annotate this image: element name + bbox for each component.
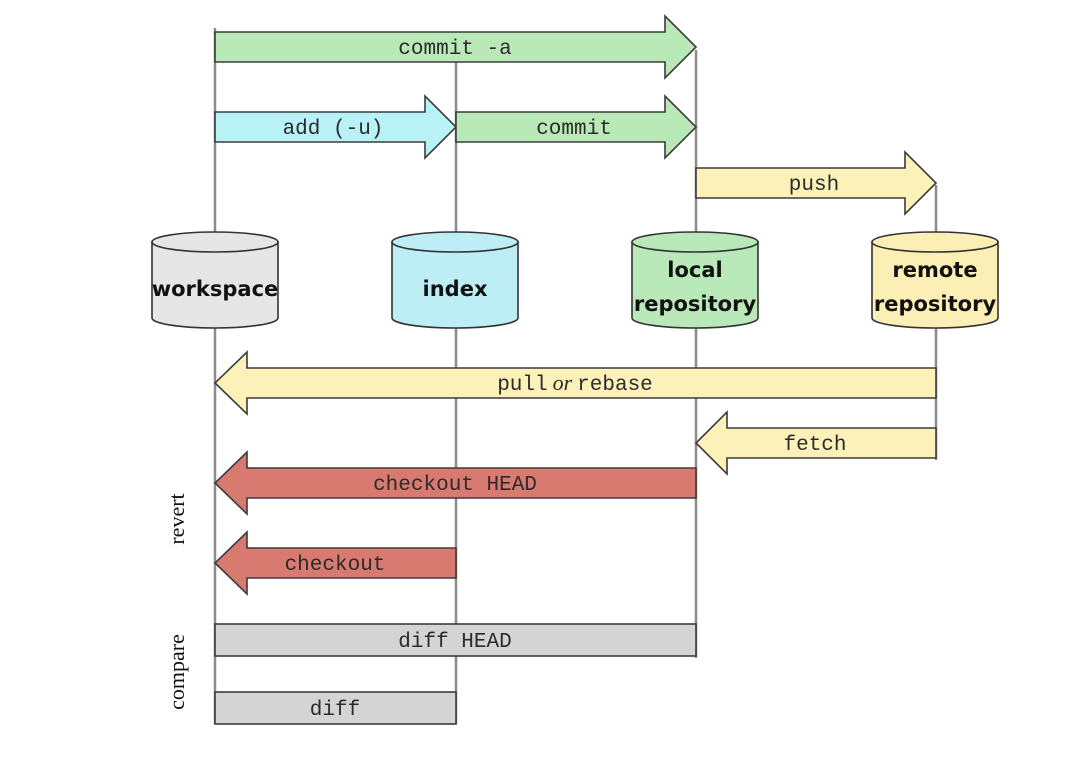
remote-repository-cylinder: remote repository — [871, 231, 999, 329]
index-cylinder: index — [391, 231, 519, 329]
or-label: or — [553, 370, 573, 395]
checkout-head-label: checkout HEAD — [373, 474, 537, 497]
commit-arrow: commit — [455, 94, 698, 160]
index-label: index — [423, 277, 488, 301]
compare-group-label: compare — [164, 634, 189, 710]
local-repository-label-line2: repository — [634, 292, 757, 316]
commit-a-label: commit -a — [398, 38, 511, 61]
local-repository-label-line1: local — [667, 258, 722, 282]
remote-repository-label-line1: remote — [892, 258, 977, 282]
remote-repository-label-line2: repository — [874, 292, 997, 316]
local-repository-cylinder: local repository — [631, 231, 759, 329]
commit-label: commit — [536, 118, 612, 141]
diff-bar: diff — [214, 691, 457, 725]
add-arrow: add (-u) — [214, 94, 458, 160]
diff-head-bar: diff HEAD — [214, 623, 697, 657]
rebase-label: rebase — [577, 374, 653, 397]
revert-group-label: revert — [164, 493, 189, 544]
add-label: add (-u) — [283, 118, 384, 141]
checkout-label: checkout — [285, 554, 386, 577]
push-label: push — [789, 174, 839, 197]
pull-label: pull — [497, 374, 547, 397]
workspace-cylinder: workspace — [151, 231, 279, 329]
diff-head-label: diff HEAD — [398, 631, 511, 654]
push-arrow: push — [695, 150, 938, 216]
fetch-label: fetch — [783, 434, 846, 457]
workspace-label: workspace — [152, 277, 279, 301]
fetch-arrow: fetch — [694, 410, 937, 476]
diff-label: diff — [310, 699, 360, 722]
checkout-arrow: checkout — [213, 530, 457, 596]
checkout-head-arrow: checkout HEAD — [213, 450, 697, 516]
commit-a-arrow: commit -a — [214, 14, 698, 80]
